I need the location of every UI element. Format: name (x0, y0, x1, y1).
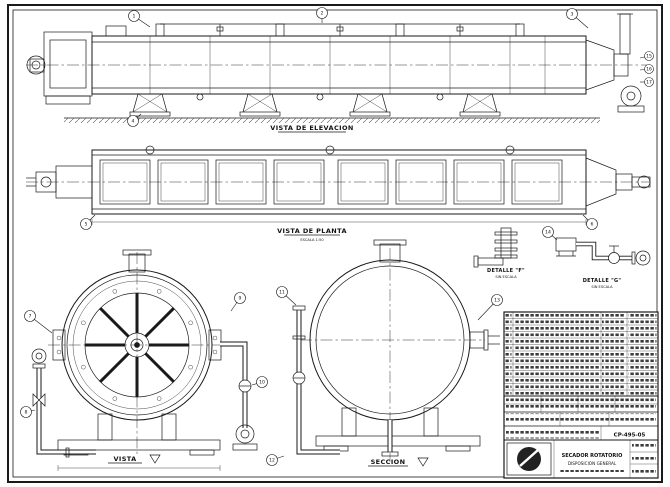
plan-view-note: ESCALA 1:50 (300, 238, 324, 242)
detail-g-view (555, 237, 651, 266)
elevation-view-label: VISTA DE ELEVACION (270, 124, 353, 132)
seccion-label: SECCION (371, 458, 406, 466)
seccion-section-marker (417, 457, 429, 467)
balloon-16: 16 (646, 67, 652, 73)
balloon-6: 6 (591, 222, 594, 228)
vista-label: VISTA (113, 455, 136, 463)
balloon-10: 10 (259, 380, 265, 386)
drawing-title-line2: DISPOSICION GENERAL (568, 461, 617, 466)
detail-f-label: DETALLE "F" (487, 268, 525, 274)
balloon-15: 15 (646, 54, 652, 60)
balloon-3: 3 (571, 12, 574, 18)
drawing-title-line1: SECADOR ROTATORIO (562, 453, 623, 459)
balloon-1: 1 (133, 14, 136, 20)
section-view-seccion (292, 239, 500, 462)
balloon-2: 2 (321, 11, 324, 17)
sheet-border (7, 4, 663, 483)
balloon-9: 9 (239, 296, 242, 302)
title-block: CP-495-05 SECADOR ROTATORIO DISPOSICION … (503, 311, 659, 479)
balloon-8: 8 (25, 410, 28, 416)
detail-f-note: SIN ESCALA (495, 275, 517, 279)
detail-g-note: SIN ESCALA (591, 285, 613, 289)
end-view-vista (31, 249, 258, 471)
balloon-5: 5 (85, 222, 88, 228)
balloon-11: 11 (279, 290, 285, 296)
plan-view (26, 145, 651, 225)
balloon-12: 12 (269, 458, 275, 464)
drawing-number: CP-495-05 (614, 433, 646, 439)
balloon-7: 7 (29, 314, 32, 320)
balloon-14: 14 (545, 230, 551, 236)
detail-f-view (473, 227, 518, 268)
vista-section-marker (149, 454, 161, 464)
plan-view-label: VISTA DE PLANTA (277, 227, 347, 235)
balloon-13: 13 (494, 298, 500, 304)
balloon-17: 17 (646, 80, 652, 86)
elevation-view (26, 13, 650, 123)
balloon-4: 4 (132, 119, 135, 125)
detail-g-label: DETALLE "G" (583, 278, 622, 284)
balloon-callouts: 1 2 3 4 5 6 7 8 9 10 11 12 13 14 15 16 1… (20, 7, 654, 466)
